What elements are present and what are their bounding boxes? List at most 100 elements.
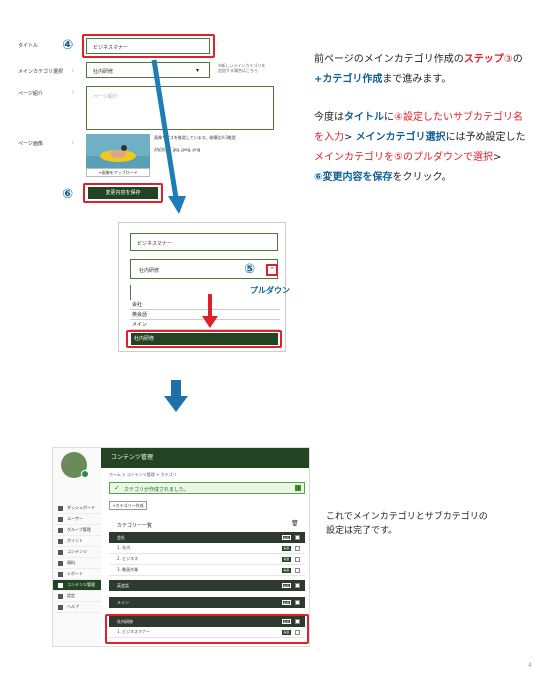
instruction-para-2: 今度はタイトルに④設定したいサブカテゴリ名を入力> メインカテゴリ選択には予め設… (314, 112, 526, 183)
sidebar-list: ダッシュボード ユーザー グループ管理 ポイント コンテンツ 資料 レポート コ… (53, 503, 101, 613)
zoom-title-input[interactable]: ビジネスマナー (130, 233, 278, 251)
subcategory-row[interactable]: 1. ビジネスマナー編集 (109, 627, 305, 638)
sidebar-item-active[interactable]: コンテンツ管理 (53, 580, 101, 591)
subcategory-row[interactable]: 2. ビジネス編集 (109, 554, 305, 565)
edit-badge: 編集 (282, 568, 291, 573)
image-note-2: 対応形式: jpg, jpeg, png (154, 147, 201, 152)
option-item[interactable]: メイン (130, 320, 280, 330)
row-checkbox (295, 619, 300, 624)
sidebar-item[interactable]: レポート (53, 569, 101, 580)
instruction-block-2: これでメインカテゴリとサブカテゴリの 設定は完了です。 (326, 512, 488, 536)
zoom-select-value: 社内研修 (139, 268, 160, 274)
row-checkbox (295, 583, 300, 588)
zoom-select[interactable]: 社内研修 (130, 259, 278, 279)
colon: : (72, 42, 74, 48)
category-table: 会社編集 1. 社内編集 2. ビジネス編集 3. 動画作業編集 英会話編集 メ… (109, 532, 305, 638)
success-message: カテゴリが作成されました。 (124, 487, 190, 493)
option-item[interactable]: 会社 (130, 300, 280, 310)
intro-label: ページ紹介 (18, 91, 43, 97)
subcategory-row[interactable]: 3. 動画作業編集 (109, 565, 305, 576)
check-icon: ✓ (114, 484, 120, 492)
sidebar-item-icon (58, 528, 63, 533)
image-note-1: 画像サイズを推奨しています。縦横比4:3推奨 (154, 135, 236, 140)
page-number: 4 (528, 662, 532, 669)
save-button[interactable]: 変更内容を保存 (88, 187, 158, 199)
admin-header: コンテンツ管理 (101, 448, 309, 468)
blue-down-arrow-icon (164, 380, 188, 412)
main-cat-label: メインカテゴリ選択 (18, 69, 64, 75)
sidebar-item-icon (58, 572, 63, 577)
option-item-selected[interactable]: 社内研修 (131, 333, 278, 345)
title-input-value: ビジネスマナー (93, 45, 128, 51)
edit-badge: 編集 (282, 557, 291, 562)
selected-option-highlight (126, 330, 282, 348)
sidebar-item[interactable]: コンテンツ (53, 547, 101, 558)
success-alert: ✓ カテゴリが作成されました。 (109, 482, 305, 494)
edit-badge: 編集 (282, 546, 291, 551)
page-image-thumbnail (86, 134, 150, 168)
red-down-arrow-icon (202, 294, 218, 328)
main-cat-select[interactable]: 社内研修 ▾ (86, 62, 210, 78)
step-5-marker: ⑤ (244, 262, 256, 277)
main-cat-note: ※新しいメインカテゴリを追加する場合はこちら (218, 63, 266, 73)
edit-badge: 編集 (282, 583, 291, 588)
sidebar-item-icon (58, 517, 63, 522)
sidebar-item[interactable]: グループ管理 (53, 525, 101, 536)
row-checkbox (295, 630, 300, 635)
sidebar-item-icon (58, 594, 63, 599)
close-icon[interactable] (295, 485, 301, 491)
step-4-highlight (82, 34, 215, 58)
step-6-marker: ⑥ (62, 187, 74, 202)
admin-sidebar: ダッシュボード ユーザー グループ管理 ポイント コンテンツ 資料 レポート コ… (53, 448, 101, 646)
row-checkbox (295, 600, 300, 605)
sidebar-item-icon (58, 583, 63, 588)
status-icon (81, 470, 89, 478)
chevron-up-icon[interactable]: ⌃ (266, 264, 278, 276)
zoom-title-value: ビジネスマナー (137, 241, 172, 247)
row-checkbox (295, 557, 300, 562)
chevron-down-icon: ▾ (195, 67, 199, 74)
sidebar-item[interactable]: ユーザー (53, 514, 101, 525)
breadcrumb: ホーム > コンテンツ管理 > カテゴリ (109, 472, 177, 477)
edit-badge: 編集 (282, 619, 291, 624)
category-row[interactable]: 英会話編集 (109, 580, 305, 591)
sidebar-item-icon (58, 506, 63, 511)
subcategory-row[interactable]: 1. 社内編集 (109, 543, 305, 554)
edit-badge: 編集 (282, 600, 291, 605)
row-checkbox (295, 546, 300, 551)
category-row[interactable]: 会社編集 (109, 532, 305, 543)
category-row[interactable]: メイン編集 (109, 597, 305, 608)
title-input[interactable]: ビジネスマナー (86, 38, 210, 54)
instruction-para-1: 前ページのメインカテゴリ作成のステップ③の+カテゴリ作成まで進みます。 (314, 54, 523, 85)
pulldown-label: プルダウン (250, 286, 290, 295)
step-4-marker: ④ (62, 38, 74, 53)
edit-badge: 編集 (282, 630, 291, 635)
sidebar-item-icon (58, 605, 63, 610)
main-cat-select-value: 社内研修 (93, 69, 114, 75)
sidebar-item-icon (58, 539, 63, 544)
edit-badge: 編集 (282, 535, 291, 540)
sidebar-item[interactable]: ポイント (53, 536, 101, 547)
add-category-button[interactable]: +カテゴリー作成 (109, 501, 147, 510)
row-checkbox (295, 535, 300, 540)
trash-icon[interactable]: 🗑 (291, 520, 299, 527)
category-list-title: カテゴリー一覧 (117, 523, 153, 529)
category-row[interactable]: 社内研修編集 (109, 616, 305, 627)
step-6-highlight (83, 183, 163, 203)
sidebar-item-icon (58, 561, 63, 566)
sidebar-item-icon (58, 550, 63, 555)
intro-textarea[interactable]: ページ紹介 (86, 86, 274, 130)
new-category-highlight (105, 614, 309, 644)
sidebar-item[interactable]: ヘルプ (53, 602, 101, 613)
admin-screenshot: ダッシュボード ユーザー グループ管理 ポイント コンテンツ 資料 レポート コ… (52, 447, 310, 647)
intro-placeholder: ページ紹介 (93, 94, 118, 100)
image-label: ページ画像 (18, 141, 43, 147)
sidebar-item[interactable]: 設定 (53, 591, 101, 602)
instruction-block-1: 前ページのメインカテゴリ作成のステップ③の+カテゴリ作成まで進みます。 今度はタ… (314, 50, 530, 188)
sidebar-item[interactable]: ダッシュボード (53, 503, 101, 514)
sidebar-item[interactable]: 資料 (53, 558, 101, 569)
row-checkbox (295, 568, 300, 573)
upload-image-button[interactable]: +画像をアップロード (86, 168, 150, 177)
